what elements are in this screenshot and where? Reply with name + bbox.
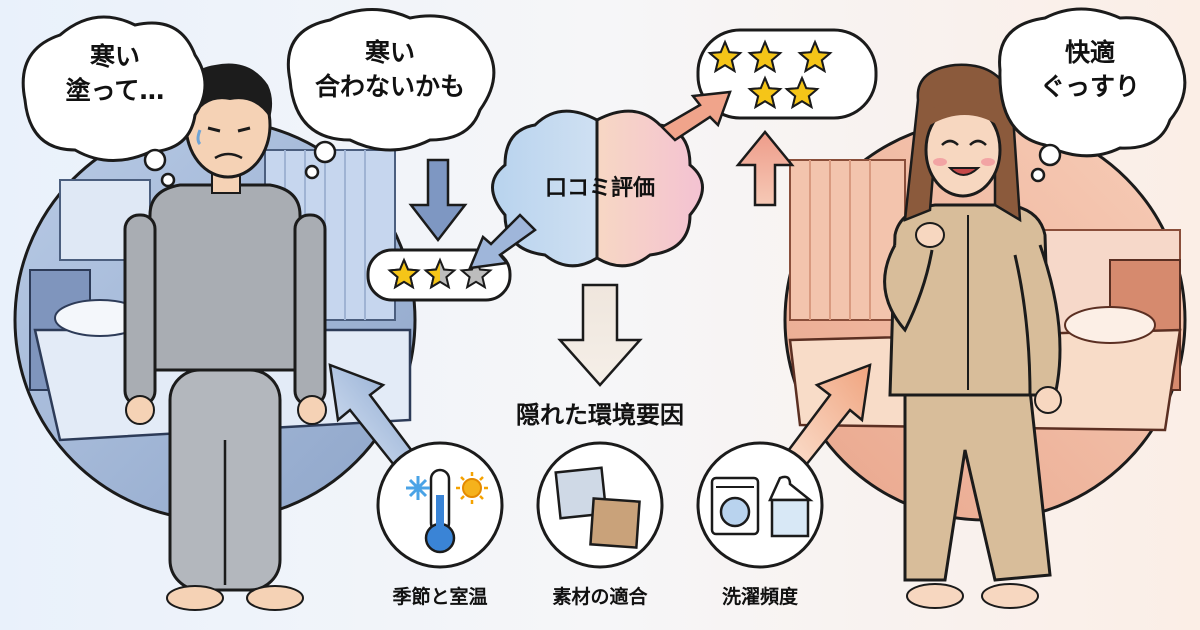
left-sleeve — [883, 244, 934, 333]
cold-man-figure — [123, 63, 327, 611]
right-foot — [981, 583, 1039, 609]
hand — [915, 222, 945, 248]
thought-text-comfort: 快適 ぐっすり — [1010, 36, 1170, 104]
hand — [1034, 386, 1062, 414]
brain-label: 口コミ評価 — [544, 176, 655, 201]
thought-line: 塗って… — [65, 76, 165, 105]
thought-bubble-mismatch — [286, 8, 496, 180]
arrow-up-to-high-rating — [735, 130, 795, 207]
pillow — [1064, 306, 1156, 344]
factor-label-material-fit: 素材の適合 — [552, 586, 648, 608]
factor-label-season-temperature: 季節と室温 — [392, 586, 488, 608]
rating-star-fill — [749, 78, 781, 110]
low-rating-stars — [387, 257, 493, 290]
left-sleeve — [123, 213, 157, 407]
rating-star-fill — [389, 260, 419, 290]
right-hand — [297, 395, 327, 425]
hair — [184, 63, 273, 120]
thought-line: 快適 — [1064, 38, 1115, 67]
arrow-down-to-low-rating — [408, 158, 468, 243]
high-rating-box — [696, 28, 878, 120]
thought-line: 合わないかも — [314, 72, 465, 101]
rating-star-fill — [709, 42, 741, 74]
arrow-factor-to-warm-person — [783, 363, 872, 472]
hidden-factors-title: 隠れた環境要因 — [516, 401, 684, 429]
arrow-down-to-hidden-factors — [557, 283, 643, 387]
high-rating-stars — [707, 39, 833, 110]
right-foot — [246, 585, 304, 611]
washing-machine-hanger-icon — [710, 475, 814, 538]
sweat-drop-icon — [196, 129, 202, 146]
thought-line: ぐっすり — [1039, 72, 1140, 101]
thought-line: 寒い — [89, 42, 140, 71]
right-sleeve — [293, 213, 327, 407]
rating-star-fill — [749, 42, 781, 74]
sweatshirt — [143, 183, 307, 372]
left-foot — [906, 583, 964, 609]
thought-text-mismatch: 寒い 合わないかも — [300, 36, 480, 104]
arrow-brain-to-high-rating — [659, 90, 732, 142]
factor-circle-material-fit — [536, 441, 664, 569]
thought-text-cold: 寒い 塗って… — [40, 40, 190, 108]
thought-line: 寒い — [364, 38, 415, 67]
fabric-swatches-icon — [554, 466, 641, 549]
thought-bubble-comfort — [998, 7, 1187, 183]
left-foot — [166, 585, 224, 611]
factor-label-washing-frequency: 洗濯頻度 — [721, 586, 798, 608]
rating-star-fill — [786, 78, 818, 110]
rating-star — [459, 257, 493, 290]
left-hand — [125, 395, 155, 425]
arrow-factor-to-cold-person — [328, 363, 417, 472]
rating-star-fill — [799, 42, 831, 74]
rating-star-fill — [425, 260, 440, 290]
comfortable-woman-figure — [883, 63, 1062, 609]
factor-circle-washing-frequency — [696, 441, 824, 569]
thermometer-snowflake-sun-icon — [406, 468, 488, 554]
arrow-brain-to-low-rating — [468, 213, 537, 270]
thought-bubble-cold — [21, 15, 207, 188]
factor-circle-season-temperature — [376, 441, 504, 569]
fleece-pants — [903, 388, 1052, 582]
